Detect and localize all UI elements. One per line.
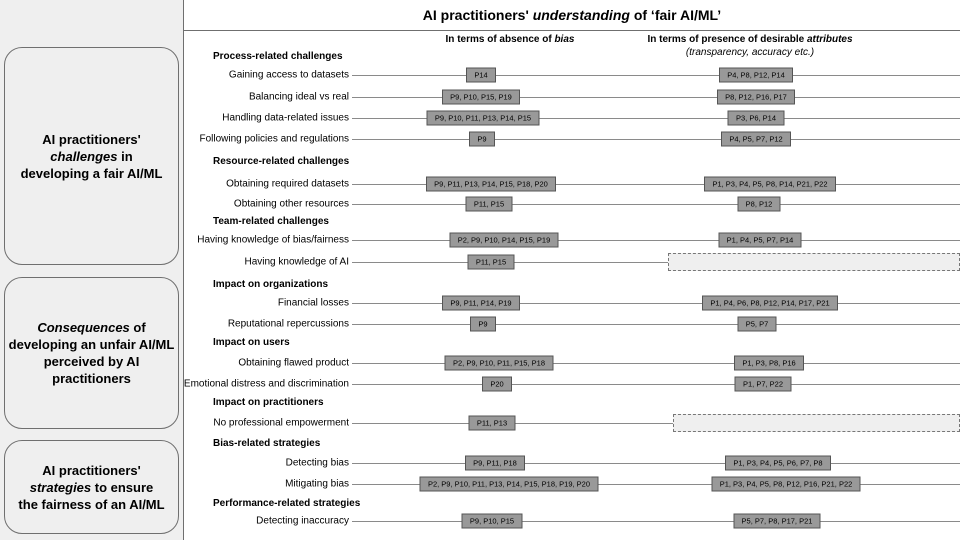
bias-participants-chip: P9: [469, 131, 495, 147]
bias-column-heading: In terms of absence of bias: [410, 34, 610, 45]
consequences-box: Consequences of developing an unfair AI/…: [4, 277, 179, 429]
bias-participants-chip: P11, P15: [465, 196, 513, 212]
strategies-box-line-c: to ensure: [91, 479, 154, 495]
attributes-participants-chip: P1, P7, P22: [734, 376, 792, 392]
attributes-participants-chip: P1, P3, P8, P16: [734, 355, 804, 371]
row-label: Following policies and regulations: [199, 133, 349, 145]
row-connector-line: [352, 75, 960, 76]
attributes-participants-chip: P4, P8, P12, P14: [719, 67, 793, 83]
bias-participants-chip: P2, P9, P10, P11, P13, P14, P15, P18, P1…: [419, 476, 599, 492]
row-connector-line: [352, 484, 960, 485]
section-heading: Impact on organizations: [213, 279, 329, 290]
section-heading: Impact on practitioners: [213, 397, 324, 408]
challenges-box-line-c: in: [117, 148, 133, 164]
section-heading: Process-related challenges: [213, 51, 343, 62]
row-label: Handling data-related issues: [222, 112, 349, 124]
strategies-box-keyword: strategies: [29, 479, 92, 495]
consequences-box-line-c: of: [129, 320, 146, 335]
row-label: No professional empowerment: [213, 417, 349, 429]
attributes-column-subheading: (transparency, accuracy etc.): [685, 47, 815, 58]
bias-participants-chip: P2, P9, P10, P14, P15, P19: [449, 232, 559, 248]
attributes-participants-chip: P4, P5, P7, P12: [721, 131, 791, 147]
row-connector-line: [352, 303, 960, 304]
challenges-box: AI practitioners' challenges in developi…: [4, 47, 179, 265]
row-label: Obtaining other resources: [233, 198, 349, 210]
attributes-participants-chip: P1, P3, P4, P5, P8, P14, P21, P22: [704, 176, 836, 192]
page-title: AI practitioners' understanding of ‘fair…: [184, 0, 960, 31]
row-connector-line: [352, 118, 960, 119]
attributes-participants-chip: P1, P4, P5, P7, P14: [718, 232, 802, 248]
row-label: Gaining access to datasets: [228, 69, 349, 81]
row-label: Detecting inaccuracy: [256, 515, 349, 527]
row-label: Mitigating bias: [285, 478, 349, 490]
section-heading: Performance-related strategies: [213, 498, 361, 509]
row-label: Balancing ideal vs real: [248, 91, 349, 103]
section-heading: Team-related challenges: [213, 216, 329, 227]
attributes-participants-chip: P5, P7, P8, P17, P21: [733, 513, 821, 529]
row-connector-line: [352, 262, 960, 263]
row-connector-line: [352, 324, 960, 325]
empty-attributes-placeholder: [668, 253, 960, 271]
row-connector-line: [352, 204, 960, 205]
challenges-box-line-d: developing a fair AI/ML: [20, 165, 163, 181]
bias-participants-chip: P9, P10, P15, P19: [442, 89, 520, 105]
row-label: Having knowledge of AI: [244, 256, 349, 268]
row-connector-line: [352, 97, 960, 98]
bias-participants-chip: P9, P11, P18: [465, 455, 525, 471]
row-connector-line: [352, 521, 960, 522]
bias-column-heading-text: In terms of absence of: [445, 34, 555, 45]
left-panel: AI practitioners' challenges in developi…: [0, 0, 184, 540]
attributes-column-heading: In terms of presence of desirable attrib…: [620, 34, 880, 45]
attributes-column-heading-emphasis: attributes: [806, 34, 853, 45]
title-emphasis: understanding: [532, 7, 630, 23]
bias-participants-chip: P11, P15: [467, 254, 515, 270]
bias-participants-chip: P11, P13: [468, 415, 516, 431]
attributes-column-heading-text: In terms of presence of desirable: [647, 34, 807, 45]
row-label: Detecting bias: [285, 457, 349, 469]
attributes-participants-chip: P8, P12: [737, 196, 781, 212]
row-label: Having knowledge of bias/fairness: [197, 234, 349, 246]
attributes-participants-chip: P5, P7: [737, 316, 777, 332]
challenges-box-line-a: AI practitioners': [42, 131, 141, 147]
row-label: Reputational repercussions: [227, 318, 349, 330]
row-label: Obtaining required datasets: [226, 178, 349, 190]
row-connector-line: [352, 240, 960, 241]
row-label: Emotional distress and discrimination: [183, 378, 349, 390]
bias-participants-chip: P14: [466, 67, 496, 83]
strategies-box-line-d: the fairness of an AI/ML: [18, 496, 165, 512]
section-heading: Impact on users: [213, 337, 290, 348]
section-heading: Resource-related challenges: [213, 156, 350, 167]
row-connector-line: [352, 363, 960, 364]
attributes-participants-chip: P3, P6, P14: [727, 110, 785, 126]
bias-participants-chip: P9, P11, P13, P14, P15, P18, P20: [426, 176, 556, 192]
bias-column-heading-emphasis: bias: [554, 34, 575, 45]
row-connector-line: [352, 384, 960, 385]
consequences-box-line-d: developing an unfair AI/ML perceived by …: [8, 337, 175, 386]
title-suffix: of ‘fair AI/ML’: [629, 7, 722, 23]
strategies-box: AI practitioners' strategies to ensure t…: [4, 440, 179, 534]
empty-attributes-placeholder: [673, 414, 960, 432]
bias-participants-chip: P9, P10, P11, P13, P14, P15: [426, 110, 540, 126]
title-prefix: AI practitioners': [422, 7, 533, 23]
challenges-box-keyword: challenges: [50, 148, 118, 164]
attributes-participants-chip: P1, P4, P6, P8, P12, P14, P17, P21: [702, 295, 838, 311]
row-connector-line: [352, 139, 960, 140]
row-connector-line: [352, 463, 960, 464]
row-label: Financial losses: [277, 297, 349, 309]
row-connector-line: [352, 184, 960, 185]
bias-participants-chip: P20: [482, 376, 512, 392]
row-connector-line: [352, 423, 960, 424]
row-label: Obtaining flawed product: [238, 357, 349, 369]
attributes-participants-chip: P1, P3, P4, P5, P8, P12, P16, P21, P22: [711, 476, 861, 492]
bias-participants-chip: P9: [470, 316, 496, 332]
bias-participants-chip: P9, P11, P14, P19: [442, 295, 520, 311]
strategies-box-line-a: AI practitioners': [42, 462, 141, 478]
attributes-participants-chip: P1, P3, P4, P5, P6, P7, P8: [725, 455, 831, 471]
attributes-participants-chip: P8, P12, P16, P17: [717, 89, 795, 105]
section-heading: Bias-related strategies: [213, 438, 321, 449]
bias-participants-chip: P2, P9, P10, P11, P15, P18: [444, 355, 554, 371]
consequences-box-keyword: Consequences: [37, 320, 130, 335]
bias-participants-chip: P9, P10, P15: [461, 513, 523, 529]
